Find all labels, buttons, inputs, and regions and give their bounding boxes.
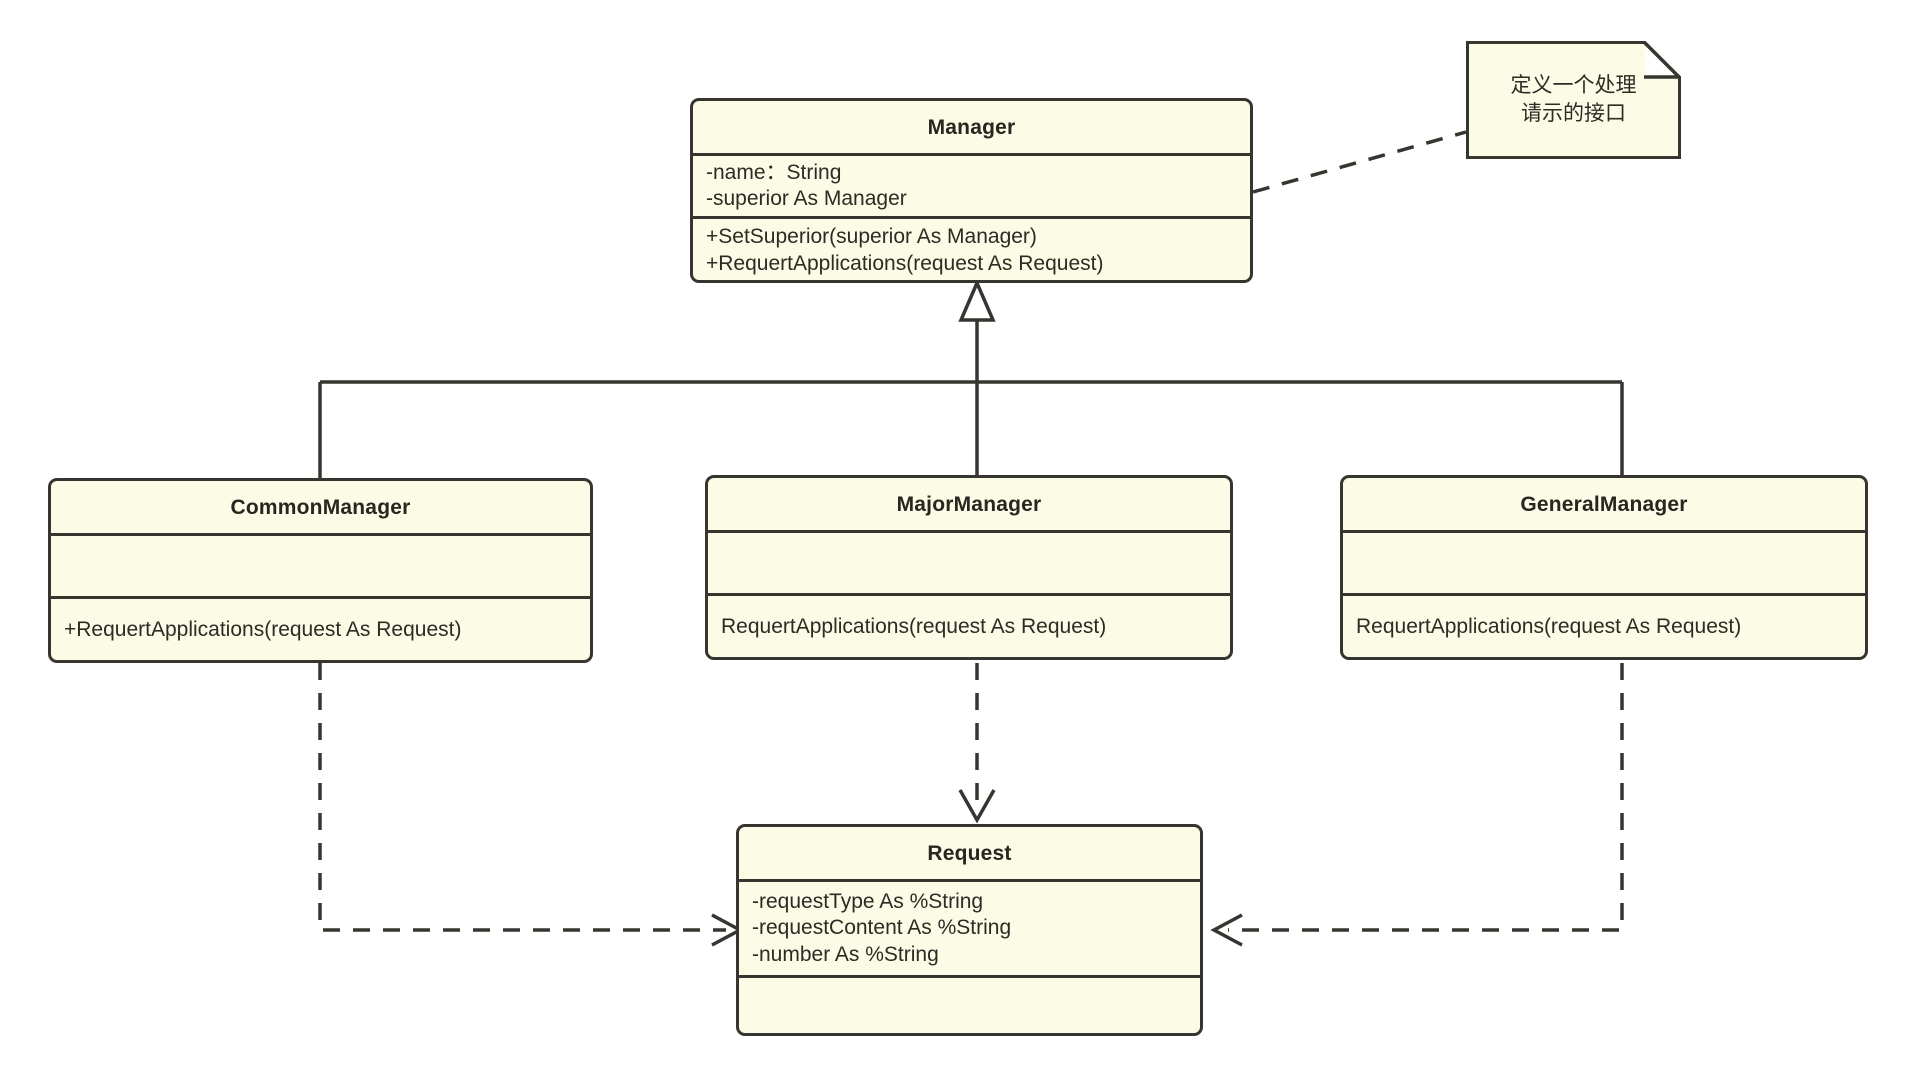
class-attributes-generalmanager bbox=[1343, 533, 1865, 596]
method-row: RequertApplications(request As Request) bbox=[1356, 615, 1742, 639]
class-box-commonmanager[interactable]: CommonManager +RequertApplications(reque… bbox=[48, 478, 593, 663]
dependency-edge-generalmanager bbox=[1210, 663, 1624, 947]
class-methods-majormanager: RequertApplications(request As Request) bbox=[708, 596, 1230, 657]
note-fold-corner bbox=[1643, 41, 1681, 79]
class-attributes-request: -requestType As %String -requestContent … bbox=[739, 882, 1200, 978]
class-methods-generalmanager: RequertApplications(request As Request) bbox=[1343, 596, 1865, 657]
dependency-arrowhead bbox=[958, 789, 996, 824]
attribute-row: -number As %String bbox=[752, 942, 939, 966]
attribute-row: -requestType As %String bbox=[752, 889, 984, 913]
class-attributes-commonmanager bbox=[51, 536, 590, 599]
class-box-generalmanager[interactable]: GeneralManager RequertApplications(reque… bbox=[1340, 475, 1868, 660]
class-methods-commonmanager: +RequertApplications(request As Request) bbox=[51, 599, 590, 660]
class-attributes-manager: -name：String -superior As Manager bbox=[693, 156, 1250, 219]
class-title-manager: Manager bbox=[693, 101, 1250, 156]
class-methods-manager: +SetSuperior(superior As Manager) +Reque… bbox=[693, 219, 1250, 280]
dependency-arrowhead bbox=[1210, 913, 1243, 947]
class-box-majormanager[interactable]: MajorManager RequertApplications(request… bbox=[705, 475, 1233, 660]
note-text: 定义一个处理 请示的接口 bbox=[1466, 41, 1681, 159]
note-box[interactable]: 定义一个处理 请示的接口 bbox=[1466, 41, 1681, 159]
method-row: +SetSuperior(superior As Manager) bbox=[706, 225, 1037, 249]
note-line-2: 请示的接口 bbox=[1521, 102, 1626, 125]
attribute-row: -requestContent As %String bbox=[752, 916, 1012, 940]
method-row: RequertApplications(request As Request) bbox=[721, 615, 1107, 639]
dependency-edge-majormanager bbox=[958, 663, 996, 824]
method-row: +RequertApplications(request As Request) bbox=[706, 251, 1104, 275]
class-methods-request bbox=[739, 978, 1200, 1033]
class-title-generalmanager: GeneralManager bbox=[1343, 478, 1865, 533]
class-attributes-majormanager bbox=[708, 533, 1230, 596]
class-box-request[interactable]: Request -requestType As %String -request… bbox=[736, 824, 1203, 1036]
method-row: +RequertApplications(request As Request) bbox=[64, 618, 462, 642]
class-title-majormanager: MajorManager bbox=[708, 478, 1230, 533]
dependency-edge-commonmanager bbox=[318, 663, 744, 947]
note-line-1: 定义一个处理 bbox=[1510, 73, 1637, 97]
generalization-arrowhead bbox=[958, 278, 996, 322]
class-title-request: Request bbox=[739, 827, 1200, 882]
attribute-row: -superior As Manager bbox=[706, 187, 907, 210]
note-anchor-edge bbox=[1252, 130, 1467, 194]
class-box-manager[interactable]: Manager -name：String -superior As Manage… bbox=[690, 98, 1253, 283]
generalization-edges bbox=[318, 278, 1624, 478]
class-title-commonmanager: CommonManager bbox=[51, 481, 590, 536]
attribute-row: -name：String bbox=[706, 160, 842, 184]
